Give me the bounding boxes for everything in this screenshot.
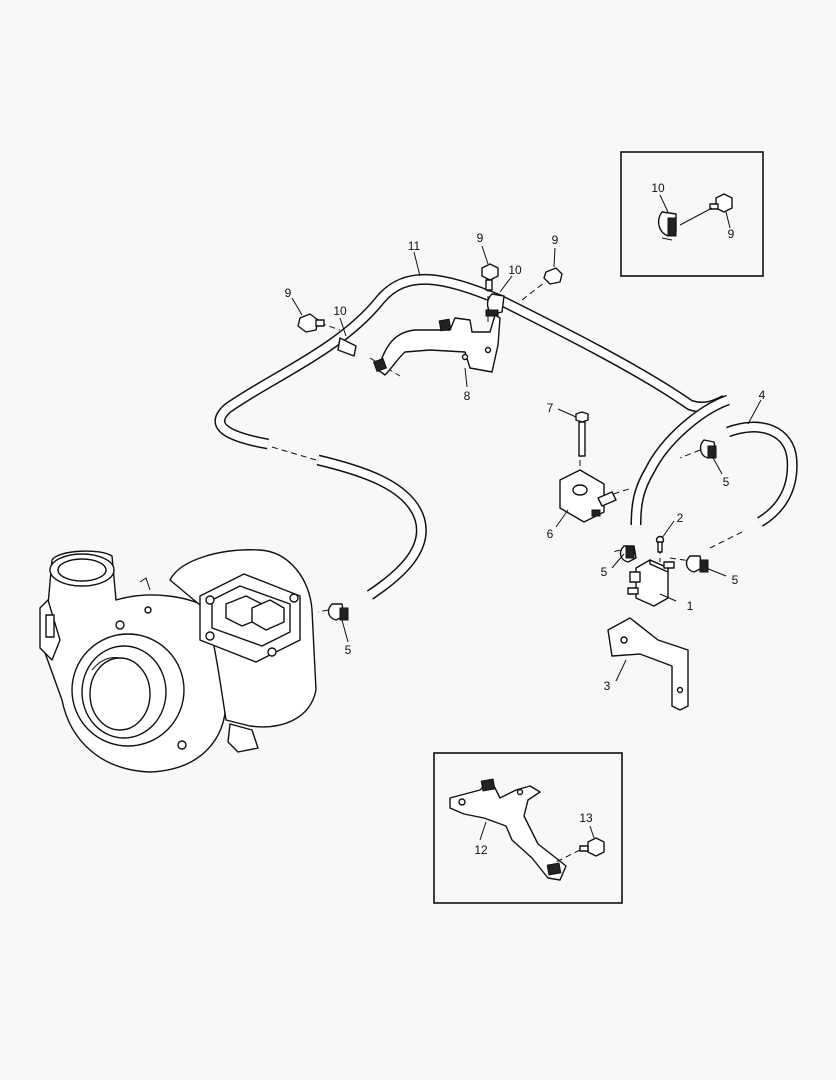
clamp-5-a — [699, 439, 717, 459]
callout-12: 12 — [474, 843, 488, 857]
hose-lower — [316, 454, 427, 600]
callout-1: 1 — [687, 599, 694, 613]
hose-11 — [214, 273, 728, 450]
inset-bracket-detail — [433, 752, 623, 904]
bracket-3 — [607, 617, 689, 711]
callout-3: 3 — [604, 679, 611, 693]
callout-5-c: 5 — [732, 573, 739, 587]
callout-10-left: 10 — [333, 304, 347, 318]
screw-9-left — [297, 313, 325, 333]
clip-10-center — [485, 293, 505, 317]
callout-9-left: 9 — [285, 286, 292, 300]
callout-9-top: 9 — [477, 231, 484, 245]
callout-5-a: 5 — [723, 475, 730, 489]
connector-6 — [559, 469, 617, 523]
callout-8: 8 — [464, 389, 471, 403]
callout-5-b: 5 — [601, 565, 608, 579]
bracket-8 — [372, 314, 501, 376]
callout-10-inset: 10 — [651, 181, 665, 195]
leader-lines — [291, 245, 762, 682]
callout-5-d: 5 — [345, 643, 352, 657]
clip-10-left — [337, 337, 357, 357]
callout-9-inset: 9 — [728, 227, 735, 241]
inset-clip-detail — [620, 151, 764, 277]
clamp-5-b — [619, 545, 637, 563]
hose-vertical — [630, 394, 731, 526]
callout-labels: 1 2 3 4 5 5 5 5 6 7 8 9 9 9 9 10 10 10 1… — [285, 181, 766, 857]
callout-11: 11 — [408, 239, 421, 253]
clamp-5-d — [327, 603, 349, 621]
callout-13: 13 — [579, 811, 593, 825]
turbocharger — [39, 549, 317, 773]
callout-7: 7 — [547, 401, 554, 415]
callout-2: 2 — [677, 511, 684, 525]
hose-4 — [726, 421, 798, 527]
screw-9-right — [543, 267, 563, 285]
callout-9-right: 9 — [552, 233, 559, 247]
callout-10-center: 10 — [508, 263, 522, 277]
callout-4: 4 — [759, 388, 766, 402]
clamp-5-c — [685, 555, 709, 573]
bolt-7 — [575, 411, 589, 457]
screw-9-top — [481, 263, 499, 291]
callout-6: 6 — [547, 527, 554, 541]
valve-1 — [627, 535, 675, 607]
